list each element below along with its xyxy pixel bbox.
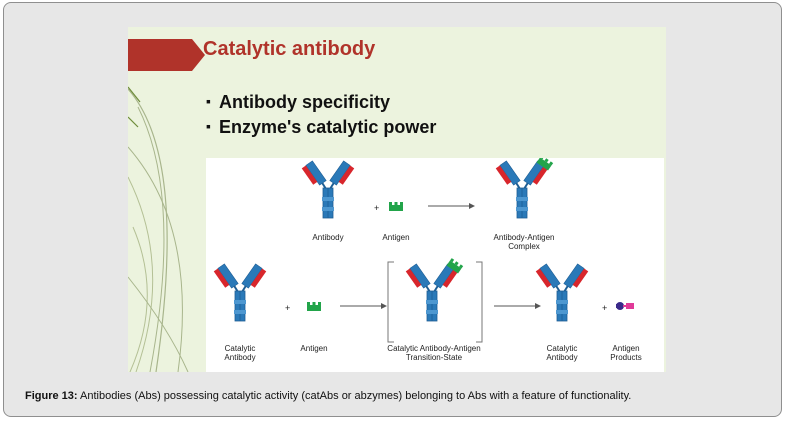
antigen-shape-2 xyxy=(307,302,321,311)
transition-state-shape xyxy=(404,258,464,322)
antigen-products-shape xyxy=(616,302,634,310)
slide-title: Catalytic antibody xyxy=(203,38,376,60)
bracket-right xyxy=(476,261,483,343)
caption-text: Antibodies (Abs) possessing catalytic ac… xyxy=(77,390,632,402)
figure-caption: Figure 13: Antibodies (Abs) possessing c… xyxy=(25,390,631,402)
antibody-shape xyxy=(300,159,356,219)
result-antibody-shape xyxy=(534,262,590,322)
bullet-enzyme-catalytic-power: Enzyme's catalytic power xyxy=(206,114,436,139)
label-antigen-2: Antigen xyxy=(300,344,328,353)
antigen-shape xyxy=(389,202,403,211)
label-catalytic-antibody: Catalytic Antibody xyxy=(224,344,256,362)
figure-frame: Catalytic antibody Antibody specificity … xyxy=(3,2,782,417)
label-antigen: Antigen xyxy=(382,233,410,242)
label-antibody: Antibody xyxy=(312,233,344,242)
reaction-diagram: + + + Antibody Antigen Antibody-Antigen … xyxy=(206,158,664,372)
antibody-antigen-complex-shape xyxy=(494,158,554,219)
plus-sign-3: + xyxy=(602,303,607,313)
caption-label: Figure 13: xyxy=(25,390,78,402)
label-result-antibody: Catalytic Antibody xyxy=(546,344,578,362)
grass-decoration xyxy=(128,86,189,372)
plus-sign: + xyxy=(374,203,379,213)
label-antigen-products: Antigen Products xyxy=(610,344,642,362)
bullet-antibody-specificity: Antibody specificity xyxy=(206,89,436,114)
bullet-list: Antibody specificity Enzyme's catalytic … xyxy=(206,89,436,139)
label-complex: Antibody-Antigen Complex xyxy=(493,233,555,251)
plus-sign-2: + xyxy=(285,303,290,313)
label-transition-state: Catalytic Antibody-Antigen Transition-St… xyxy=(387,344,481,362)
title-arrow xyxy=(192,39,205,71)
bracket-left xyxy=(387,261,394,343)
catalytic-antibody-shape xyxy=(212,262,268,322)
title-bar xyxy=(128,39,192,71)
slide-image: Catalytic antibody Antibody specificity … xyxy=(128,27,666,372)
